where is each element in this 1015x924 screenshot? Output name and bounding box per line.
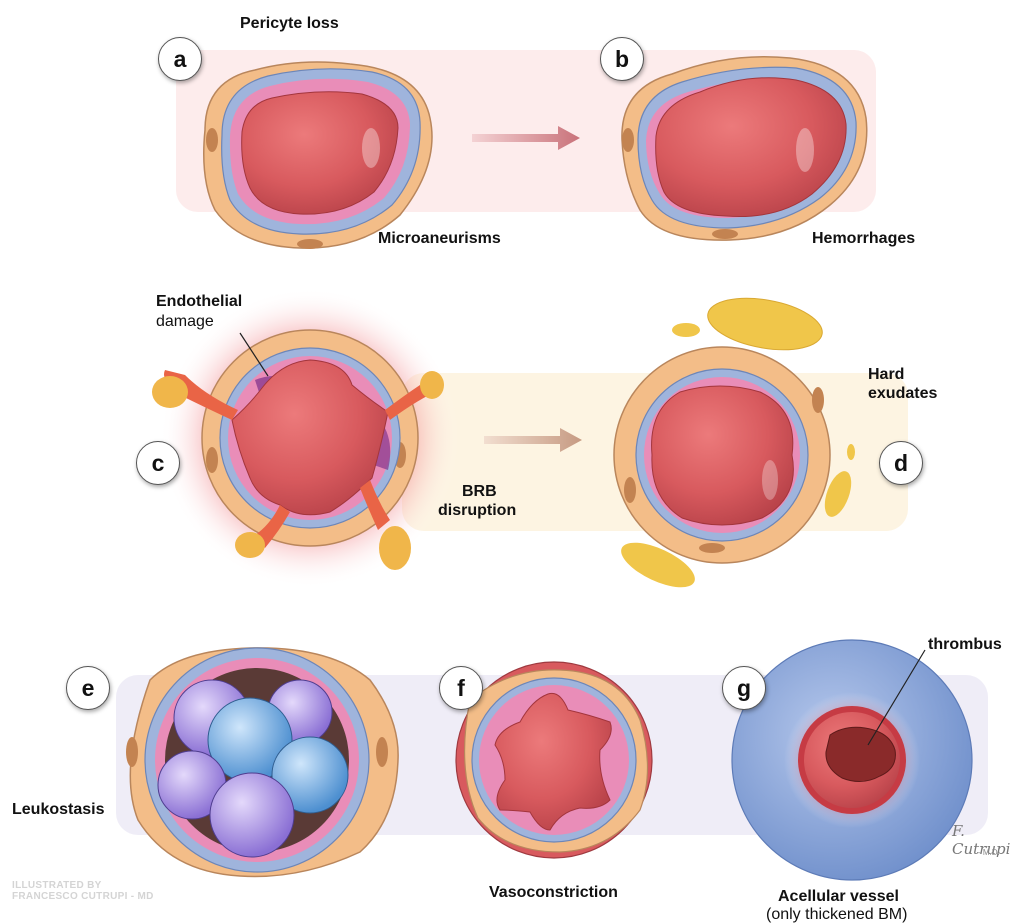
pericyte-nucleus (812, 387, 824, 413)
panel-badge-c: c (136, 441, 180, 485)
label-hemorrhages: Hemorrhages (812, 229, 915, 248)
vessel-a (204, 62, 432, 249)
label-hard: Hard (868, 365, 904, 384)
label-microaneurisms: Microaneurisms (378, 229, 501, 248)
vessel-g (732, 640, 972, 880)
pericyte-nucleus (712, 229, 738, 239)
leukocyte (210, 773, 294, 857)
pericyte-nucleus (297, 239, 323, 249)
credit-line-1: ILLUSTRATED BY (12, 880, 154, 891)
panel-badge-d: d (879, 441, 923, 485)
vessel-c (152, 288, 460, 588)
label-endothelial: Endothelial (156, 292, 242, 311)
thrombus-clot (826, 727, 895, 781)
illustrator-credit: ILLUSTRATED BY FRANCESCO CUTRUPI - MD (12, 880, 154, 902)
label-vasoconstriction: Vasoconstriction (489, 883, 618, 902)
credit-line-2: FRANCESCO CUTRUPI - MD (12, 891, 154, 902)
pericyte-nucleus (699, 543, 725, 553)
label-disruption: disruption (438, 501, 516, 520)
panel-badge-b: b (600, 37, 644, 81)
leaking-exudate (379, 526, 411, 570)
right-arrow (472, 126, 580, 150)
label-thrombus: thrombus (928, 635, 1002, 654)
panel-badge-f: f (439, 666, 483, 710)
pericyte-nucleus (624, 477, 636, 503)
leaking-exudate (420, 371, 444, 399)
pericyte-nucleus (376, 737, 388, 767)
pericyte-nucleus (206, 128, 218, 152)
panel-badge-g: g (722, 666, 766, 710)
hard-exudate (847, 444, 855, 460)
pericyte-nucleus (206, 447, 218, 473)
label-exudates: exudates (868, 384, 937, 403)
label-damage: damage (156, 312, 214, 331)
label-brb: BRB (462, 482, 497, 501)
artist-signature-suffix: - M.D. - (978, 848, 1005, 857)
label-thickened-bm: (only thickened BM) (766, 905, 907, 924)
label-leukostasis: Leukostasis (12, 800, 104, 819)
panel-badge-e: e (66, 666, 110, 710)
vessel-b (622, 57, 867, 240)
vessel-e (126, 648, 398, 877)
label-pericyte-loss: Pericyte loss (240, 14, 339, 33)
pericyte-nucleus (622, 128, 634, 152)
leaking-exudate (152, 376, 188, 408)
label-acellular-vessel: Acellular vessel (778, 887, 899, 906)
vessel-d (614, 290, 857, 596)
right-arrow (484, 428, 582, 452)
hard-exudate (672, 323, 700, 337)
panel-badge-a: a (158, 37, 202, 81)
pericyte-nucleus (126, 737, 138, 767)
leaking-exudate (235, 532, 265, 558)
vessel-f (456, 662, 652, 858)
